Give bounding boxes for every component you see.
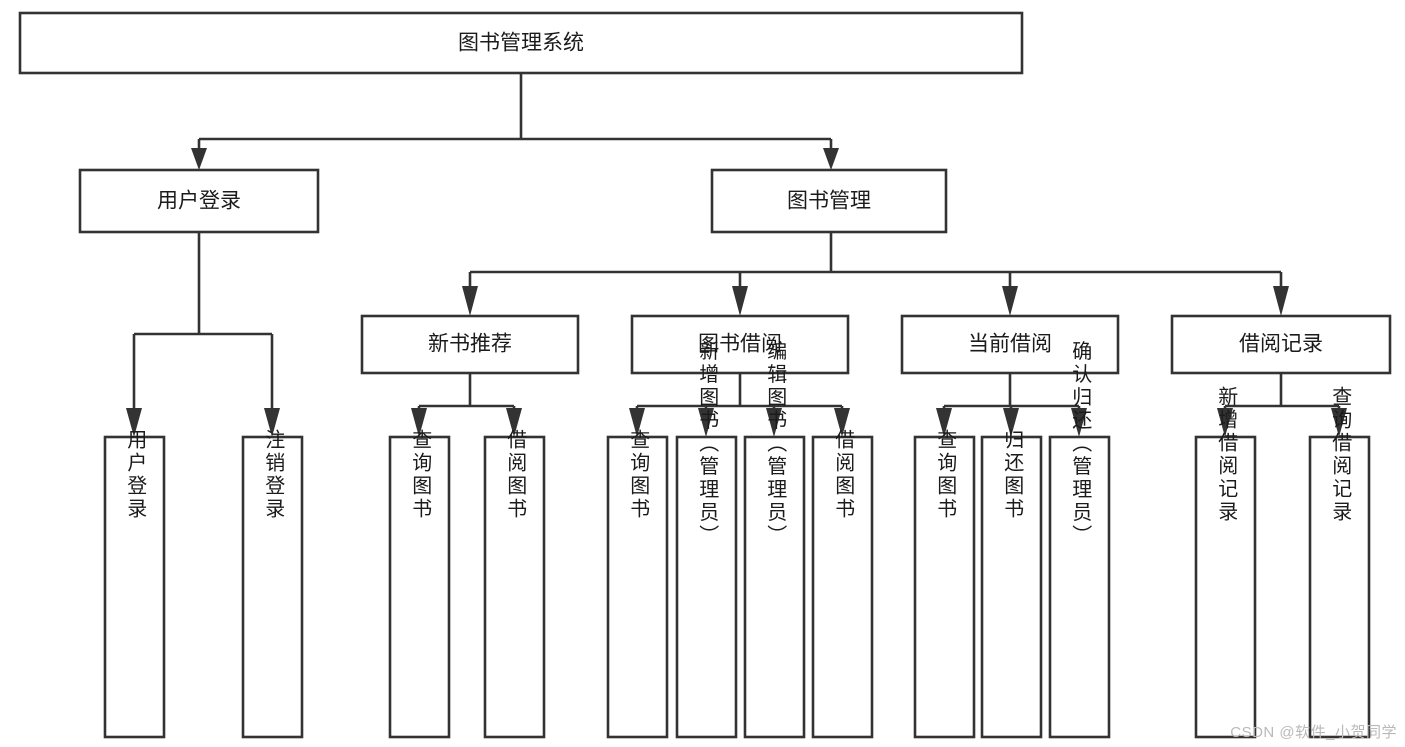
arrow-to-book-manage	[823, 148, 839, 170]
leaf-borrow-book-1[interactable]: 借阅图书	[483, 429, 546, 739]
leaf-query-record-box[interactable]	[1308, 435, 1371, 739]
leaf-query-book-2-label: 查询图书	[627, 429, 650, 521]
node-book-borrow-box[interactable]	[630, 314, 850, 375]
leaf-query-book-1-label: 查询图书	[409, 429, 432, 521]
node-borrow-record-box[interactable]	[1170, 314, 1392, 375]
node-borrow-record-label: 借阅记录	[1239, 333, 1323, 356]
arrow-leaf-query-book-3	[936, 408, 952, 437]
leaf-borrow-book-1-box[interactable]	[483, 435, 546, 739]
arrow-to-borrow-record	[1273, 286, 1289, 316]
arrow-leaf-user-login	[126, 408, 142, 437]
leaf-edit-book-label: 编辑图书（管理员）	[764, 340, 787, 547]
leaf-confirm-return-label: 确认归还（管理员）	[1069, 340, 1092, 547]
arrow-to-user-login	[191, 148, 207, 170]
leaf-query-book-1[interactable]: 查询图书	[388, 429, 451, 739]
arrow-leaf-logout	[264, 408, 280, 437]
leaf-borrow-book-1-label: 借阅图书	[504, 429, 527, 521]
leaf-borrow-book-2[interactable]: 借阅图书	[811, 429, 874, 739]
node-root-label: 图书管理系统	[458, 32, 584, 55]
leaf-query-book-3-label: 查询图书	[934, 429, 957, 521]
arrow-leaf-query-book-2	[629, 408, 645, 437]
leaf-query-book-2-box[interactable]	[606, 435, 669, 739]
arrow-leaf-edit-book	[766, 408, 782, 437]
leaf-edit-book[interactable]: 编辑图书（管理员）	[743, 340, 806, 739]
node-current-borrow-label: 当前借阅	[968, 333, 1052, 356]
leaf-add-book-label: 新增图书（管理员）	[696, 340, 719, 547]
node-user-login-label: 用户登录	[157, 190, 241, 213]
leaf-query-book-3[interactable]: 查询图书	[913, 429, 976, 739]
leaf-user-login-label: 用户登录	[124, 429, 147, 521]
arrow-leaf-borrow-book-2	[834, 408, 850, 437]
arrow-leaf-add-record	[1217, 408, 1233, 437]
leaf-return-book-box[interactable]	[980, 435, 1043, 739]
node-book-borrow[interactable]: 图书借阅	[630, 314, 850, 375]
arrow-to-new-book	[462, 286, 478, 316]
leaf-query-record[interactable]: 查询借阅记录	[1308, 386, 1371, 739]
connectors	[126, 73, 1347, 437]
leaf-add-record-label: 新增借阅记录	[1215, 386, 1238, 524]
arrow-to-book-borrow	[732, 286, 748, 316]
arrow-leaf-return-book	[1003, 408, 1019, 437]
arrow-to-current-borrow	[1002, 286, 1018, 316]
leaf-logout[interactable]: 注销登录	[241, 429, 304, 739]
leaf-query-book-2[interactable]: 查询图书	[606, 429, 669, 739]
node-book-manage[interactable]: 图书管理	[710, 168, 948, 234]
node-new-book-recommend[interactable]: 新书推荐	[360, 314, 580, 375]
node-new-book-recommend-box[interactable]	[360, 314, 580, 375]
leaf-logout-box[interactable]	[241, 435, 304, 739]
leaf-edit-book-box[interactable]	[743, 435, 806, 739]
node-book-manage-box[interactable]	[710, 168, 948, 234]
leaf-add-book-box[interactable]	[675, 435, 738, 739]
node-root[interactable]: 图书管理系统	[18, 11, 1024, 75]
arrow-leaf-query-book-1	[411, 408, 427, 437]
node-root-box[interactable]	[18, 11, 1024, 75]
leaf-borrow-book-2-label: 借阅图书	[832, 429, 855, 521]
arrow-leaf-borrow-book-1	[506, 408, 522, 437]
leaf-query-record-label: 查询借阅记录	[1329, 386, 1352, 524]
arrow-leaf-confirm-return	[1071, 408, 1087, 437]
node-new-book-recommend-label: 新书推荐	[428, 333, 512, 356]
node-current-borrow-box[interactable]	[900, 314, 1120, 375]
leaf-return-book-label: 归还图书	[1001, 429, 1024, 521]
leaf-confirm-return-box[interactable]	[1048, 435, 1111, 739]
leaf-user-login[interactable]: 用户登录	[103, 429, 166, 739]
node-borrow-record[interactable]: 借阅记录	[1170, 314, 1392, 375]
node-user-login[interactable]: 用户登录	[78, 168, 320, 234]
leaf-add-book[interactable]: 新增图书（管理员）	[675, 340, 738, 739]
leaf-query-book-1-box[interactable]	[388, 435, 451, 739]
leaf-query-book-3-box[interactable]	[913, 435, 976, 739]
leaf-confirm-return[interactable]: 确认归还（管理员）	[1048, 340, 1111, 739]
leaf-logout-label: 注销登录	[262, 429, 285, 521]
node-current-borrow[interactable]: 当前借阅	[900, 314, 1120, 375]
node-book-borrow-label: 图书借阅	[698, 333, 782, 356]
node-book-manage-label: 图书管理	[787, 190, 871, 213]
leaf-borrow-book-2-box[interactable]	[811, 435, 874, 739]
arrow-leaf-query-record	[1331, 408, 1347, 437]
leaf-add-record[interactable]: 新增借阅记录	[1194, 386, 1257, 739]
leaf-user-login-box[interactable]	[103, 435, 166, 739]
node-user-login-box[interactable]	[78, 168, 320, 234]
leaf-add-record-box[interactable]	[1194, 435, 1257, 739]
arrow-leaf-add-book	[698, 408, 714, 437]
leaf-return-book[interactable]: 归还图书	[980, 429, 1043, 739]
